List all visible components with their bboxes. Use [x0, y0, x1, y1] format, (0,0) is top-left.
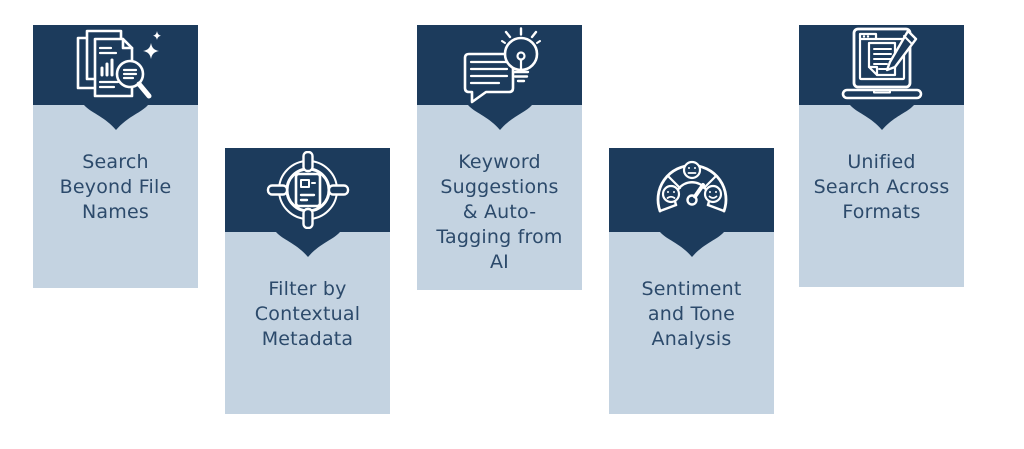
card-icon-panel	[33, 25, 198, 105]
pointer-arrow	[849, 105, 914, 130]
feature-card-search-beyond-file-names: Search Beyond File Names	[33, 25, 198, 288]
pointer-arrow	[467, 105, 532, 130]
feature-card-keyword-suggestions-auto-tagging: Keyword Suggestions & Auto- Tagging from…	[417, 25, 582, 290]
card-label: Unified Search Across Formats	[813, 151, 950, 223]
documents-magnifier-icon	[76, 29, 161, 99]
feature-card-sentiment-tone-analysis: Sentiment and Tone Analysis	[609, 148, 774, 414]
pointer-arrow	[659, 232, 724, 257]
card-icon-panel	[609, 148, 774, 232]
card-label: Sentiment and Tone Analysis	[641, 278, 742, 350]
feature-card-filter-by-contextual-metadata: Filter by Contextual Metadata	[225, 148, 390, 414]
card-text-panel: Unified Search Across Formats	[799, 105, 964, 287]
card-text-panel: Keyword Suggestions & Auto- Tagging from…	[417, 105, 582, 290]
card-label: Filter by Contextual Metadata	[254, 278, 361, 350]
target-document-icon	[266, 151, 349, 229]
laptop-pencil-icon	[841, 27, 922, 100]
feature-card-unified-search-across-formats: Unified Search Across Formats	[799, 25, 964, 287]
speech-bubble-lightbulb-icon	[463, 27, 541, 104]
card-label: Search Beyond File Names	[59, 151, 172, 223]
pointer-arrow	[275, 232, 340, 257]
card-icon-panel	[225, 148, 390, 232]
pointer-arrow	[83, 105, 148, 130]
card-text-panel: Search Beyond File Names	[33, 105, 198, 288]
card-text-panel: Sentiment and Tone Analysis	[609, 232, 774, 414]
sentiment-gauge-icon	[656, 160, 727, 213]
card-text-panel: Filter by Contextual Metadata	[225, 232, 390, 414]
card-icon-panel	[417, 25, 582, 105]
card-icon-panel	[799, 25, 964, 105]
card-label: Keyword Suggestions & Auto- Tagging from…	[436, 151, 563, 273]
